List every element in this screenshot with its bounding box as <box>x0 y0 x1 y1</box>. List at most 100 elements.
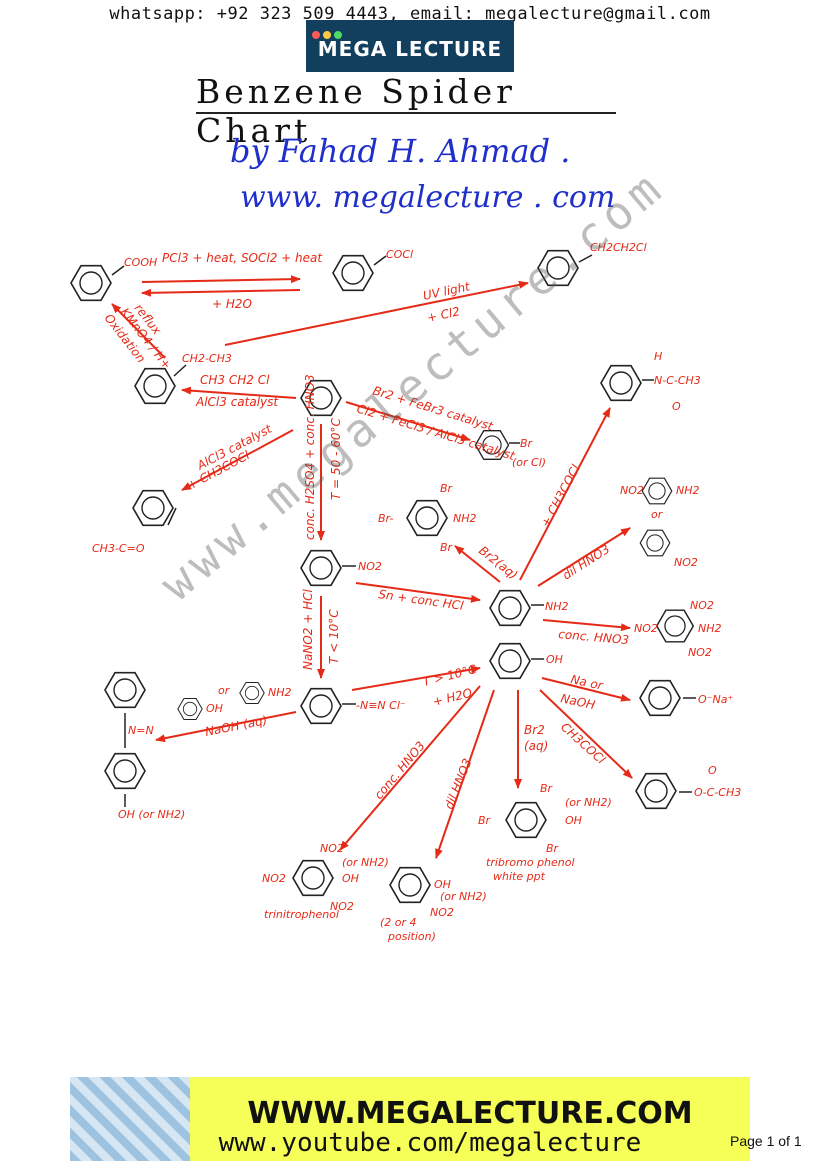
label-amide-h: H <box>654 350 662 363</box>
label-nitrobenzene-no2: NO2 <box>358 560 382 573</box>
label-ch2ch2cl: CH2CH2Cl <box>590 241 647 254</box>
benzene-ring-azo-top <box>104 671 146 709</box>
benzene-ring-4-nitroaniline <box>641 477 673 505</box>
label-diazonium: -N≡N Cl⁻ <box>356 699 406 712</box>
label-phenylamine-nh2: NH2 <box>545 600 569 613</box>
label-coupling-nh2: NH2 <box>268 686 292 699</box>
label-cocl: COCl <box>386 248 413 261</box>
label-alkylation-catalyst: AlCl3 catalyst <box>195 395 279 409</box>
label-phenol-bromination-aq: (aq) <box>524 739 548 753</box>
label-nitrophenol-no2: NO2 <box>430 906 454 919</box>
benzene-ring-phenyl-ester <box>635 772 677 810</box>
label-phenol-bromination-br2: Br2 <box>524 723 545 737</box>
label-tribromoaniline-nh2: NH2 <box>453 512 477 525</box>
label-trinitrophenol-or: (or NH2) <box>342 856 389 869</box>
label-trinitrophenol-oh: OH <box>342 872 359 885</box>
footer-youtube: www.youtube.com/megalecture <box>218 1128 642 1158</box>
author-line: by Fahad H. Ahmad . <box>230 132 571 170</box>
benzene-ring-trinitrophenol <box>292 859 334 897</box>
benzene-ring-trinitroaniline <box>656 609 694 643</box>
label-chloride-to-acid: + H2O <box>212 297 252 311</box>
label-4-nitroaniline-no2: NO2 <box>620 484 644 497</box>
label-tribromoaniline-br-top: Br <box>440 482 454 495</box>
label-amine-bromination: Br2(aq) <box>476 543 520 582</box>
benzene-ring-tribromoaniline <box>406 499 448 537</box>
benzene-ring-phenylamine <box>489 589 531 627</box>
benzene-ring-benzoic-acid <box>70 264 112 302</box>
label-bromobenzene-or-cl: (or Cl) <box>512 456 546 469</box>
logo-text: MEGA LECTURE <box>317 37 503 61</box>
label-tribromophenol-br-left: Br <box>478 814 492 827</box>
label-phenol-dil-nitration: dil HNO3 <box>442 757 475 812</box>
label-diazotisation-temp: T < 10°C <box>327 609 341 664</box>
label-tribromophenol-or: (or NH2) <box>565 796 612 809</box>
label-amide: N-C-CH3 <box>654 374 701 387</box>
label-trinitroaniline-no2-left: NO2 <box>634 622 658 635</box>
label-trinitroaniline-no2-bottom: NO2 <box>688 646 712 659</box>
label-trinitrophenol-no2-bottom: NO2 <box>330 900 354 913</box>
label-tribromophenol-name: tribromo phenol <box>486 856 575 869</box>
label-amide-o: O <box>672 400 681 413</box>
label-coupling-or: or <box>218 684 231 697</box>
label-uv-cl2: + Cl2 <box>426 304 461 325</box>
label-diazotisation-reagent: NaNO2 + HCl <box>301 589 315 670</box>
contact-line: whatsapp: +92 323 509 4443, email: megal… <box>109 4 711 24</box>
logo-dot-yellow <box>323 31 331 39</box>
benzene-ring-nitrobenzene <box>300 549 342 587</box>
label-trinitroaniline-nh2: NH2 <box>698 622 722 635</box>
label-nitration-acids: conc. H2SO4 + conc. HNO3 <box>303 374 317 540</box>
logo-dot-green <box>334 31 342 39</box>
label-phenol-oh: OH <box>546 653 563 666</box>
label-trinitrophenol-no2-left: NO2 <box>262 872 286 885</box>
label-trinitroaniline-no2-top: NO2 <box>690 599 714 612</box>
benzene-ring-phenol <box>489 642 531 680</box>
label-amine-conc-nitration: conc. HNO3 <box>558 627 630 647</box>
label-acid-to-chloride: PCl3 + heat, SOCl2 + heat <box>162 251 323 265</box>
benzene-ring-benzoyl-chloride <box>332 254 374 292</box>
benzene-ring-2-nitroaniline <box>639 529 671 557</box>
benzene-ring-azo-bottom <box>104 752 146 790</box>
label-phenol-acylation: CH3COCl <box>558 720 608 767</box>
benzene-ring-coupling-aniline <box>239 681 265 705</box>
label-phenol-naoh: NaOH <box>559 691 596 712</box>
label-2-nitroaniline-no2: NO2 <box>674 556 698 569</box>
benzene-ring-coupling-phenol <box>177 697 203 721</box>
footer-stripes <box>70 1077 190 1161</box>
label-hydrolysis-water: + H2O <box>431 686 473 709</box>
substituent-bonds <box>111 254 696 807</box>
label-tribromophenol-oh: OH <box>565 814 582 827</box>
benzene-ring-tribromophenol <box>505 801 547 839</box>
benzene-ring-amide <box>600 364 642 402</box>
label-4-nitroaniline-nh2: NH2 <box>676 484 700 497</box>
label-tribromophenol-br-bottom: Br <box>546 842 560 855</box>
label-bromobenzene-br: Br <box>520 437 534 450</box>
label-alkylation-reagent: CH3 CH2 Cl <box>200 373 270 387</box>
benzene-ring-ethylbenzene <box>134 367 176 405</box>
label-amine-dil-nitration: dil HNO3 <box>560 542 612 583</box>
label-nitrophenol-position-2: position) <box>387 930 436 943</box>
label-phenol-conc-nitration: conc. HNO3 <box>372 739 428 802</box>
label-phenol-na: Na or <box>569 672 605 693</box>
benzene-ring-acetophenone <box>132 489 174 527</box>
label-phenyl-ester: O-C-CH3 <box>694 786 741 799</box>
label-ethyl: CH2-CH3 <box>182 352 232 365</box>
benzene-ring-nitrophenol <box>389 866 431 904</box>
benzene-ring-diazonium <box>300 687 342 725</box>
page-title: Benzene Spider Chart <box>196 72 516 150</box>
label-coupling-naoh: NaOH (aq) <box>204 713 268 739</box>
label-phenyl-ester-o: O <box>708 764 717 777</box>
reaction-arrows <box>111 275 633 859</box>
label-nitrophenol-oh: OH <box>434 878 451 891</box>
mega-lecture-logo: MEGA LECTURE <box>306 20 514 72</box>
label-trinitrophenol-no2-top: NO2 <box>320 842 344 855</box>
website-line: www. megalecture . com <box>240 180 616 215</box>
label-tribromophenol-br-top: Br <box>540 782 554 795</box>
label-azo-link: N=N <box>128 724 154 737</box>
label-acetophenone: CH3-C=O <box>92 542 145 555</box>
label-cooh: COOH <box>124 256 157 269</box>
label-nitration-temp: T = 50 - 60°C <box>329 417 343 500</box>
title-underline <box>196 112 616 114</box>
footer-site: WWW.MEGALECTURE.COM <box>247 1096 693 1131</box>
logo-dots <box>312 26 345 44</box>
